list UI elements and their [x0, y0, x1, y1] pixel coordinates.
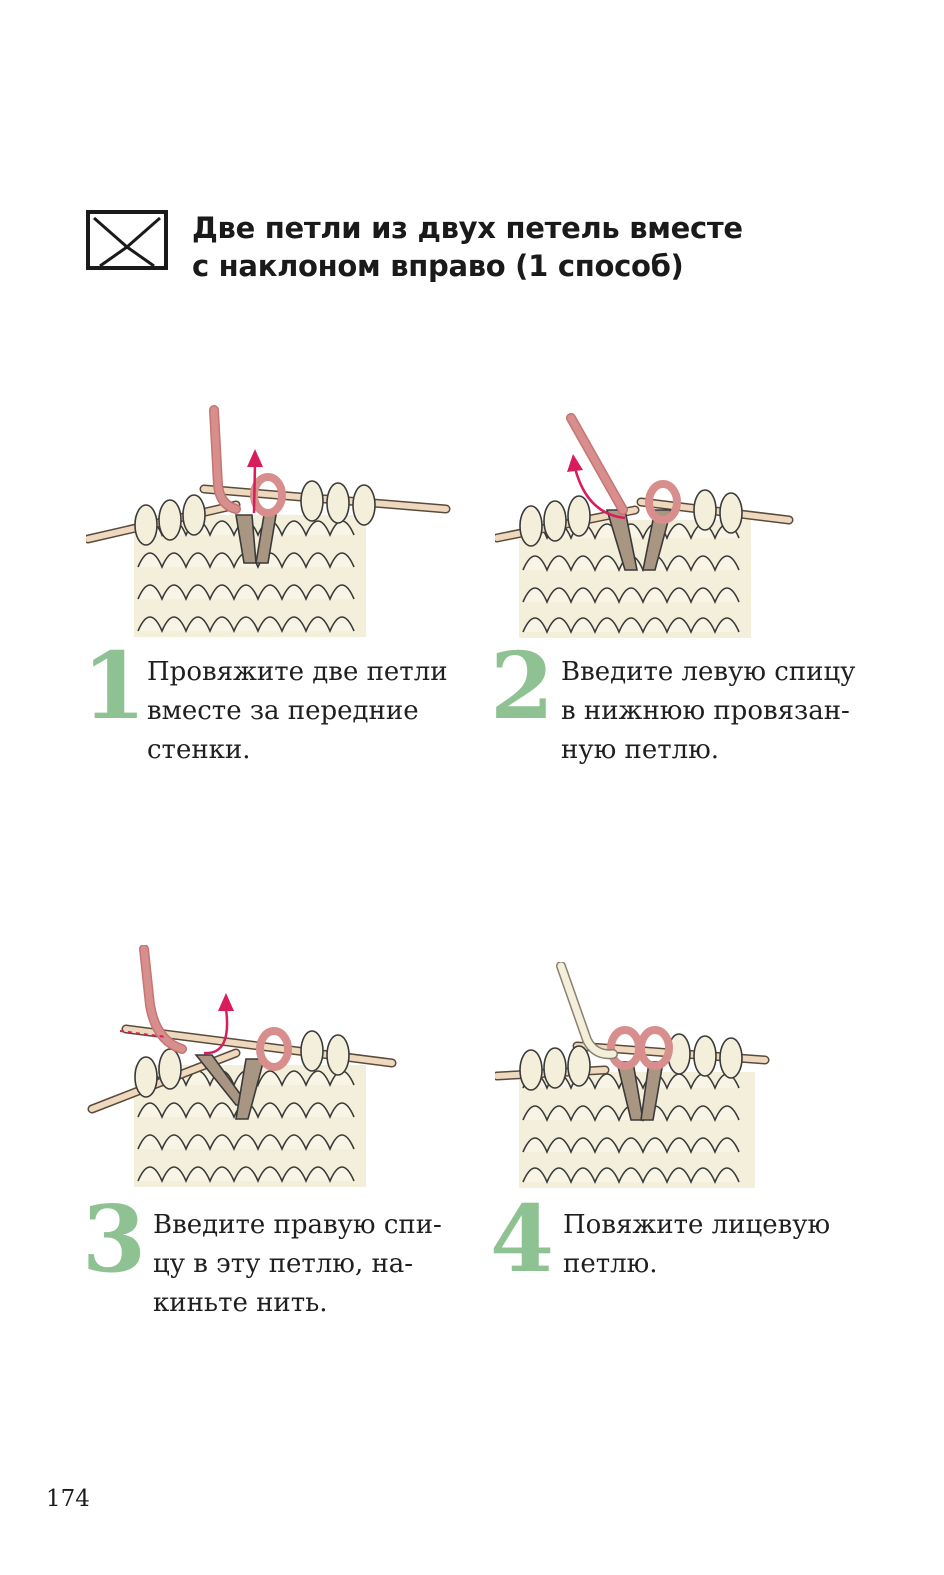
step-instruction-line: Провяжите две петли [147, 657, 448, 687]
stitch-loops [134, 1030, 350, 1098]
section-title: Две петли из двух петель вместе с наклон… [192, 209, 872, 285]
working-yarn-fill [557, 962, 617, 1058]
direction-arrow-icon [567, 454, 626, 520]
step-number: 4 [490, 1185, 555, 1293]
stitch-loops [519, 489, 743, 547]
step-number: 3 [82, 1185, 147, 1293]
step-instruction-line: киньте нить. [153, 1288, 328, 1318]
step-instruction: Провяжите две петли вместе за передние с… [147, 653, 448, 770]
step-instruction-line: ную петлю. [561, 735, 720, 765]
step-instruction-line: петлю. [563, 1249, 658, 1279]
step-instruction-line: цу в эту петлю, на- [153, 1249, 414, 1279]
worked-stitches [605, 480, 681, 571]
step-instruction-line: Введите левую спицу [561, 657, 856, 687]
right-needle [199, 484, 451, 514]
step-3-illustration [87, 945, 397, 1187]
worked-stitches [607, 1026, 673, 1121]
worked-stitches [194, 1027, 292, 1120]
direction-arrow-icon [247, 449, 263, 514]
section-title-line: с наклоном вправо (1 способ) [192, 249, 684, 283]
step-1-illustration [86, 405, 451, 637]
stitch-loops [519, 1033, 743, 1091]
section-title-line: Две петли из двух петель вместе [192, 211, 743, 245]
step-2-illustration [495, 413, 794, 638]
step-instruction: Введите левую спицу в нижнюю провязан- н… [561, 653, 855, 770]
working-yarn-fill [567, 414, 627, 514]
step-instruction-line: Введите правую спи- [153, 1210, 442, 1240]
step-instruction-line: вместе за передние [147, 696, 419, 726]
step-instruction-line: в нижнюю провязан- [561, 696, 850, 726]
page-number: 174 [46, 1486, 90, 1512]
step-instruction: Введите правую спи- цу в эту петлю, на- … [153, 1206, 442, 1323]
working-yarn-fill [140, 945, 186, 1053]
step-instruction-line: стенки. [147, 735, 251, 765]
direction-arrow-icon [119, 993, 234, 1055]
step-instruction-line: Повяжите лицевую [563, 1210, 831, 1240]
step-instruction: Повяжите лицевую петлю. [563, 1206, 830, 1284]
step-number: 2 [490, 632, 555, 740]
stitch-loops [134, 480, 376, 546]
step-number: 1 [82, 632, 147, 740]
working-yarn-fill [210, 406, 240, 513]
step-4-illustration [495, 962, 770, 1188]
decrease-right-symbol-icon [86, 210, 168, 270]
